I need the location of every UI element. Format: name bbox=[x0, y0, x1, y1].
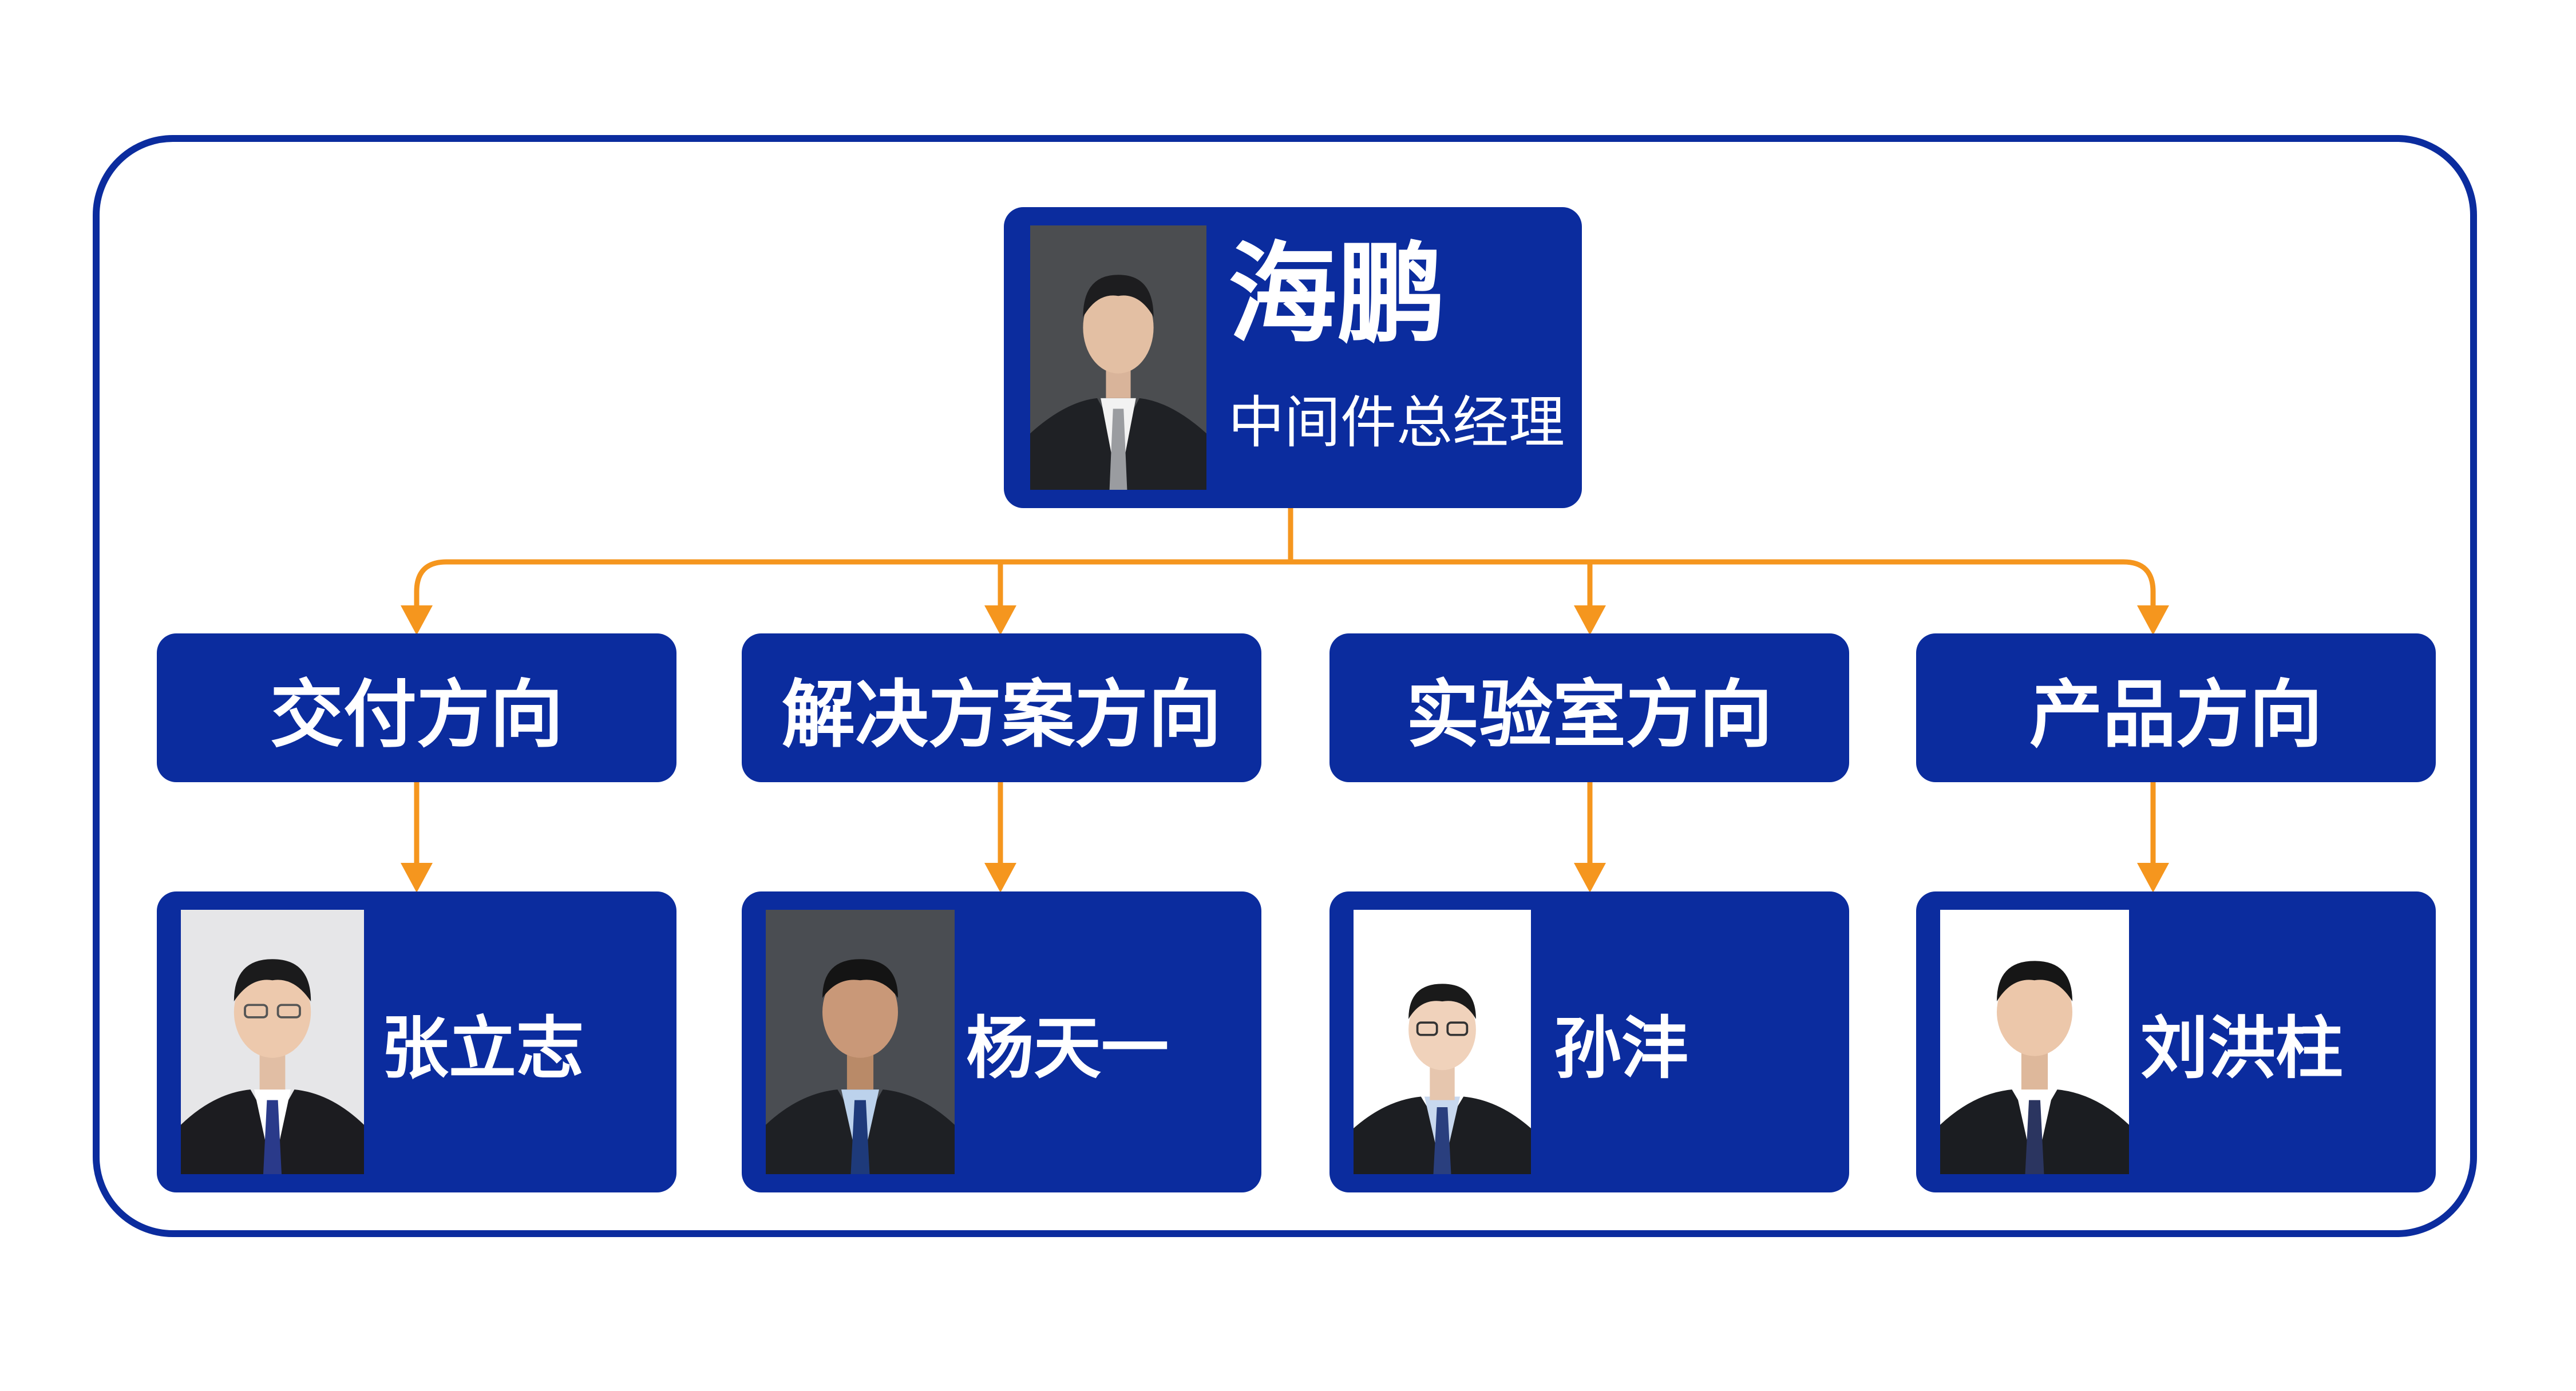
arrowhead-1 bbox=[401, 605, 433, 635]
leader-name: 杨天一 bbox=[966, 1008, 1169, 1088]
leader-box-product: 刘洪柱 bbox=[1916, 891, 2436, 1192]
person-avatar-icon bbox=[1940, 910, 2129, 1174]
person-avatar-icon bbox=[1354, 910, 1531, 1174]
head-node: 海鹏 中间件总经理 bbox=[1004, 207, 1582, 508]
leader-photo bbox=[1354, 910, 1531, 1174]
leader-name: 孙沣 bbox=[1554, 1008, 1689, 1088]
leader-name: 张立志 bbox=[381, 1008, 584, 1088]
head-name: 海鹏 bbox=[1228, 231, 1446, 358]
head-photo bbox=[1030, 225, 1206, 490]
org-chart-frame bbox=[93, 135, 2477, 1237]
leader-box-solutions: 杨天一 bbox=[742, 891, 1261, 1192]
direction-box-product: 产品方向 bbox=[1916, 633, 2436, 782]
head-title: 中间件总经理 bbox=[1228, 390, 1565, 455]
person-avatar-icon bbox=[181, 910, 364, 1174]
leader-photo bbox=[181, 910, 364, 1174]
direction-label: 解决方案方向 bbox=[781, 672, 1221, 758]
direction-box-lab: 实验室方向 bbox=[1329, 633, 1849, 782]
direction-label: 实验室方向 bbox=[1406, 672, 1772, 758]
arrowhead-7 bbox=[1574, 863, 1606, 893]
direction-label: 交付方向 bbox=[270, 672, 563, 758]
leader-photo bbox=[766, 910, 955, 1174]
leader-photo bbox=[1940, 910, 2129, 1174]
arrowhead-6 bbox=[984, 863, 1016, 893]
branch-right-curve bbox=[2123, 559, 2156, 608]
leader-name: 刘洪柱 bbox=[2140, 1008, 2344, 1088]
person-avatar-icon bbox=[766, 910, 955, 1174]
direction-label: 产品方向 bbox=[2029, 672, 2322, 758]
direction-box-solutions: 解决方案方向 bbox=[742, 633, 1261, 782]
arrowhead-5 bbox=[401, 863, 433, 893]
person-avatar-icon bbox=[1030, 225, 1206, 490]
arrowhead-2 bbox=[984, 605, 1016, 635]
leader-box-lab: 孙沣 bbox=[1329, 891, 1849, 1192]
arrowhead-3 bbox=[1574, 605, 1606, 635]
branch-left-curve bbox=[414, 559, 447, 608]
arrowhead-8 bbox=[2137, 863, 2169, 893]
arrowhead-4 bbox=[2137, 605, 2169, 635]
direction-box-delivery: 交付方向 bbox=[157, 633, 676, 782]
leader-box-delivery: 张立志 bbox=[157, 891, 676, 1192]
